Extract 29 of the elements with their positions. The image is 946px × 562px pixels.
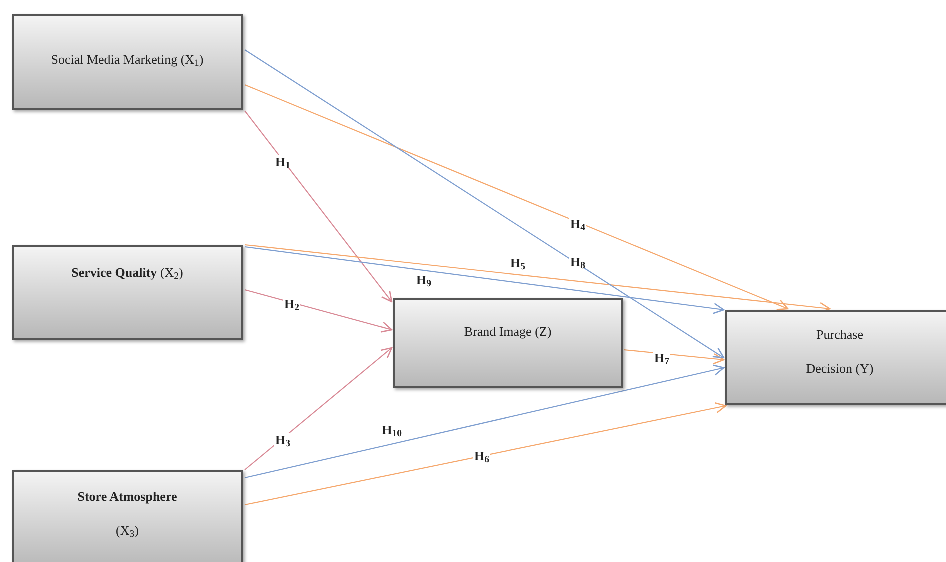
arrow [244, 289, 393, 333]
variable-box [12, 470, 243, 562]
arrow [244, 347, 393, 470]
arrow [244, 84, 789, 310]
edge-label: H$_{3}$ [274, 434, 292, 446]
edge-label: H$_{1}$ [274, 156, 292, 168]
variable-name: Purchase Decision (Y) [805, 326, 875, 378]
arrow [244, 364, 725, 479]
edge-label: H$_{4}$ [570, 218, 586, 230]
arrow [244, 246, 725, 314]
edge-label: H$_{5}$ [510, 256, 526, 270]
arrow [624, 349, 725, 365]
edge-label: H$_{6}$ [474, 450, 490, 462]
edge-label: H$_{8}$ [570, 256, 586, 268]
arrow [244, 110, 393, 303]
edge-label: H$_{7}$ [654, 352, 670, 364]
arrow [244, 402, 727, 506]
variable-name: Brand Image (Z) [464, 323, 552, 341]
variable-name: Store Atmosphere (X$_{3}$) [76, 488, 178, 542]
edge-label: H$_{10}$ [381, 424, 403, 436]
variable-name: Service Quality (X$_{2}$) [72, 264, 184, 283]
edge-label: H$_{2}$ [284, 298, 300, 310]
variable-box [12, 245, 243, 340]
variable-name: Social Media Marketing (X$_{1}$) [51, 51, 204, 70]
variable-box [725, 310, 946, 405]
arrow [244, 50, 725, 359]
edge-label: H$_{9}$ [416, 274, 432, 286]
variable-box [393, 298, 623, 388]
variable-box [12, 14, 243, 110]
